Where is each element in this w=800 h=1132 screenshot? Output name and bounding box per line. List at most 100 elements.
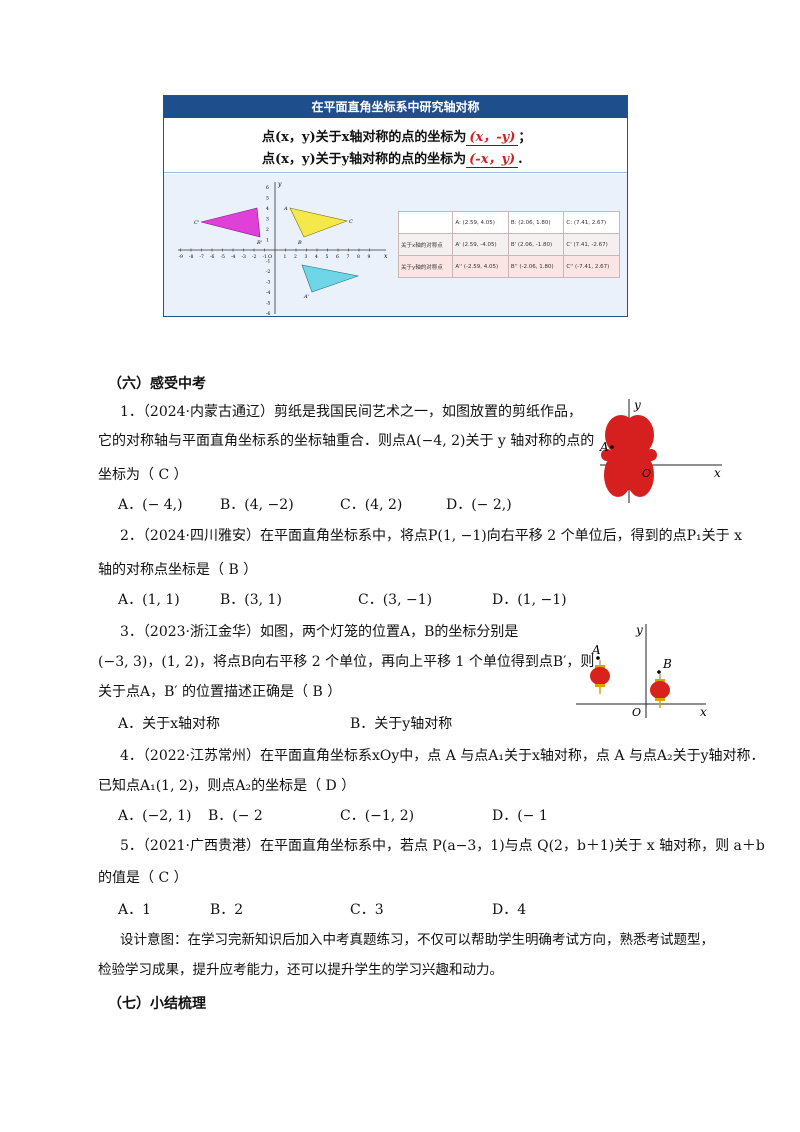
- paper-cut-figure: A y x O: [599, 398, 722, 503]
- table-cell: 关于x轴的对称点: [397, 233, 454, 256]
- q4-option-a: A．(−2, 1): [118, 808, 192, 824]
- lantern-right: [650, 674, 670, 708]
- graph-y-label: y: [277, 181, 282, 188]
- y-tick-label: 6: [266, 185, 269, 191]
- y-tick-label: -1: [266, 259, 271, 265]
- lantern-figure: y x O A B: [576, 623, 707, 719]
- y-tick-label: -2: [266, 269, 271, 275]
- y-tick-label: 5: [266, 196, 269, 202]
- q2-option-b: B．(3, 1): [220, 592, 282, 608]
- label-b: B: [297, 240, 302, 246]
- x-tick-label: 8: [357, 254, 360, 260]
- q1-line2: 它的对称轴与平面直角坐标系的坐标轴重合．则点A(−4, 2)关于 y 轴对称的点…: [98, 433, 595, 449]
- table-cell: A: (2.59, 4.05): [452, 211, 509, 234]
- lantern-b-label: B: [662, 657, 672, 671]
- q5-option-c: C．3: [350, 902, 384, 918]
- table-row: A: (2.59, 4.05) B: (2.06, 1.80) C: (7.41…: [397, 211, 620, 234]
- paper-cut-y-label: y: [633, 398, 641, 412]
- triangle-magenta: [200, 207, 261, 238]
- label-b-prime: B': [256, 240, 262, 246]
- q5-option-d: D．4: [492, 902, 527, 918]
- section7-title: （七）小结梳理: [108, 996, 206, 1012]
- formula-line-x: 点(x，y)关于x轴对称的点的坐标为(x，-y)；: [262, 126, 531, 146]
- y-tick-label: 2: [266, 227, 269, 233]
- x-tick-label: -8: [189, 254, 194, 260]
- y-tick-label: -3: [266, 280, 271, 286]
- x-tick-label: 5: [326, 254, 329, 260]
- x-tick-label: 6: [336, 254, 339, 260]
- q2-line1: 2．（2024·四川雅安）在平面直角坐标系中，将点P(1, −1)向右平移 2 …: [120, 528, 742, 544]
- x-tick-label: -1: [263, 254, 268, 260]
- triangle-cyan: [301, 264, 360, 293]
- q3-line2: (−3, 3)，(1, 2)，将点B向右平移 2 个单位，再向上平移 1 个单位…: [98, 654, 595, 670]
- graph-origin: O: [268, 254, 272, 260]
- axis-symmetry-panel: 在平面直角坐标系中研究轴对称 点(x，y)关于x轴对称的点的坐标为(x，-y)；…: [163, 95, 628, 317]
- lantern-origin: O: [632, 706, 641, 719]
- lantern-point-a: [596, 656, 600, 660]
- y-tick-label: 1: [266, 238, 269, 244]
- x-tick-label: -4: [231, 254, 236, 260]
- table-cell: [397, 211, 454, 234]
- table-cell: C'' (-7.41, 2.67): [563, 255, 620, 278]
- lantern-y-label: y: [635, 623, 643, 637]
- paper-cut-x-label: x: [714, 466, 721, 480]
- table-cell: A' (2.59, -4.05): [452, 233, 509, 256]
- lantern-x-label: x: [700, 705, 707, 719]
- q2-option-c: C．(3, −1): [358, 592, 433, 608]
- formula-y-end: .: [518, 152, 523, 167]
- graph-x-label: x: [384, 253, 388, 260]
- label-c: C: [349, 219, 353, 225]
- table-cell: B'' (-2.06, 1.80): [507, 255, 565, 278]
- table-row: 关于y轴的对称点 A'' (-2.59, 4.05) B'' (-2.06, 1…: [397, 255, 620, 278]
- formula-x-answer: (x，-y): [466, 126, 519, 146]
- q5-option-a: A．1: [118, 902, 152, 918]
- x-tick-label: -7: [200, 254, 205, 260]
- x-tick-label: -6: [210, 254, 215, 260]
- y-tick-label: 3: [266, 217, 269, 223]
- q2-option-d: D．(1, −1): [492, 592, 567, 608]
- lantern-point-b: [657, 670, 661, 674]
- q4-line2: 已知点A₁(1, 2)，则点A₂的坐标是（ D ）: [98, 778, 356, 794]
- q3-option-a: A．关于x轴对称: [118, 716, 221, 732]
- formula-x-text: 点(x，y)关于x轴对称的点的坐标为: [262, 130, 467, 145]
- paper-cut-image: [601, 415, 657, 497]
- label-a-prime: A': [303, 294, 309, 300]
- x-tick-label: 9: [368, 254, 371, 260]
- q5-line2: 的值是（ C ）: [98, 870, 188, 886]
- table-cell: 关于y轴的对称点: [397, 255, 454, 278]
- y-tick-label: 4: [266, 206, 269, 212]
- x-tick-label: 3: [305, 254, 308, 260]
- x-tick-label: 1: [284, 254, 287, 260]
- panel-title: 在平面直角坐标系中研究轴对称: [164, 96, 627, 118]
- q3-line3: 关于点A，B′ 的位置描述正确是（ B ）: [98, 684, 342, 700]
- table-cell: A'' (-2.59, 4.05): [452, 255, 509, 278]
- formula-x-end: ；: [518, 130, 532, 145]
- table-cell: C' (7.41, -2.67): [563, 233, 620, 256]
- q1-line3: 坐标为（ C ）: [98, 467, 188, 483]
- coordinate-table: A: (2.59, 4.05) B: (2.06, 1.80) C: (7.41…: [397, 211, 620, 278]
- paper-cut-origin: O: [642, 467, 651, 480]
- q4-line1: 4．（2022·江苏常州）在平面直角坐标系xOy中，点 A 与点A₁关于x轴对称…: [120, 748, 765, 764]
- y-tick-label: -5: [266, 301, 271, 307]
- q5-line1: 5．（2021·广西贵港）在平面直角坐标系中，若点 P(a−3，1)与点 Q(2…: [120, 838, 765, 854]
- label-c-prime: C': [194, 220, 199, 226]
- q4-option-d: D．(− 1: [492, 808, 548, 824]
- paper-cut-a-label: A: [599, 440, 609, 454]
- x-tick-label: -9: [179, 254, 184, 260]
- q3-option-b: B．关于y轴对称: [350, 716, 453, 732]
- design-note-line2: 检验学习成果，提升应考能力，还可以提升学生的学习兴趣和动力。: [98, 962, 503, 978]
- q4-option-c: C．(−1, 2): [340, 808, 415, 824]
- table-row: 关于x轴的对称点 A' (2.59, -4.05) B' (2.06, -1.8…: [397, 233, 620, 256]
- q5-option-b: B．2: [210, 902, 244, 918]
- q1-option-c: C．(4, 2): [340, 497, 403, 513]
- y-tick-label: -6: [266, 311, 271, 316]
- q2-line2: 轴的对称点坐标是（ B ）: [98, 562, 258, 578]
- formula-box: 点(x，y)关于x轴对称的点的坐标为(x，-y)； 点(x，y)关于y轴对称的点…: [164, 118, 627, 173]
- q4-option-b: B．(− 2: [208, 808, 263, 824]
- x-tick-label: -5: [221, 254, 226, 260]
- label-a: A: [283, 206, 288, 212]
